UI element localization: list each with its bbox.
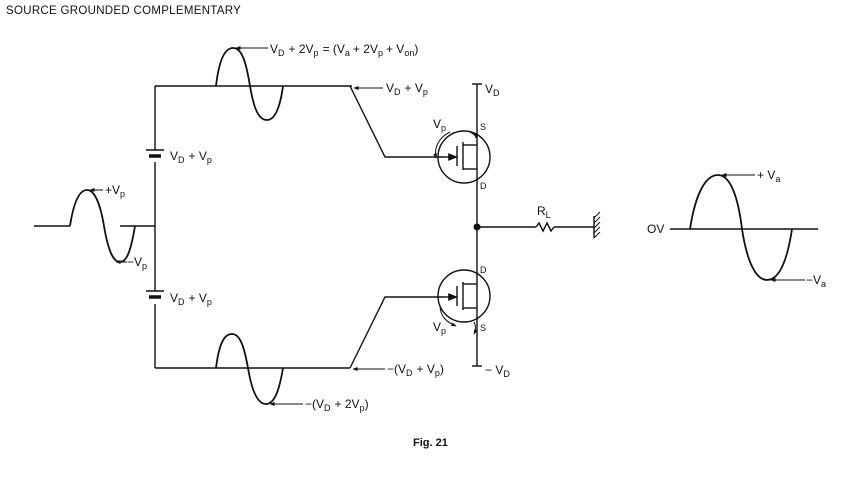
svg-text:−Vp: −Vp <box>127 255 147 271</box>
bottom-mosfet-vp-label: Vp <box>433 320 446 336</box>
top-gate-bias-label: VD+ Vp <box>353 81 428 97</box>
svg-text:+Vp: +Vp <box>105 183 125 199</box>
output-zero-label: OV <box>647 222 664 236</box>
top-mosfet <box>433 130 491 184</box>
rail-vd-label: VD <box>485 82 500 98</box>
battery-top-label: VD+ Vp <box>170 149 212 165</box>
svg-text:−(VD+ Vp): −(VD+ Vp) <box>387 362 444 378</box>
bottom-wave-label: −(VD+ 2Vp) <box>269 397 369 413</box>
load-resistor <box>477 221 594 233</box>
top-mosfet-vp-label: Vp <box>433 117 446 133</box>
svg-text:VD+ Vp: VD+ Vp <box>386 81 428 97</box>
battery-bottom <box>146 290 164 299</box>
bottom-mosfet <box>437 269 491 335</box>
bottom-mosfet-drain-label: D <box>480 265 487 275</box>
left-network <box>34 85 445 369</box>
input-sine-wave <box>69 189 136 263</box>
input-negative-peak-label: −Vp <box>115 255 147 271</box>
top-mosfet-drain-label: D <box>480 181 487 191</box>
ground-icon <box>593 211 601 239</box>
output-positive-peak-label: + Va <box>721 168 780 184</box>
bottom-rail-wave <box>215 333 284 405</box>
output-waveform <box>670 174 818 281</box>
svg-text:−(VD+ 2Vp): −(VD+ 2Vp) <box>305 397 369 413</box>
bottom-mosfet-source-label: S <box>480 323 486 333</box>
rail-neg-vd-label: − VD <box>485 363 510 379</box>
top-rail-wave <box>215 47 284 121</box>
top-wave-equation-label: VD+ 2Vp= (Va+ 2Vp+ Von) <box>235 42 418 58</box>
diagram-title: SOURCE GROUNDED COMPLEMENTARY <box>6 5 241 17</box>
svg-text:+ Va: + Va <box>757 168 780 184</box>
output-negative-peak-label: −Va <box>770 273 826 289</box>
bottom-gate-bias-label: −(VD+ Vp) <box>352 362 444 378</box>
svg-text:−Va: −Va <box>806 273 826 289</box>
battery-bottom-label: VD+ Vp <box>170 291 212 307</box>
top-mosfet-source-label: S <box>480 122 486 132</box>
figure-caption: Fig. 21 <box>413 437 448 449</box>
input-positive-peak-label: +Vp <box>89 183 125 199</box>
load-resistor-label: RL <box>537 204 551 220</box>
battery-top <box>146 149 164 158</box>
svg-text:VD+ 2Vp= (Va+ 2Vp+ Von): VD+ 2Vp= (Va+ 2Vp+ Von) <box>270 42 418 58</box>
